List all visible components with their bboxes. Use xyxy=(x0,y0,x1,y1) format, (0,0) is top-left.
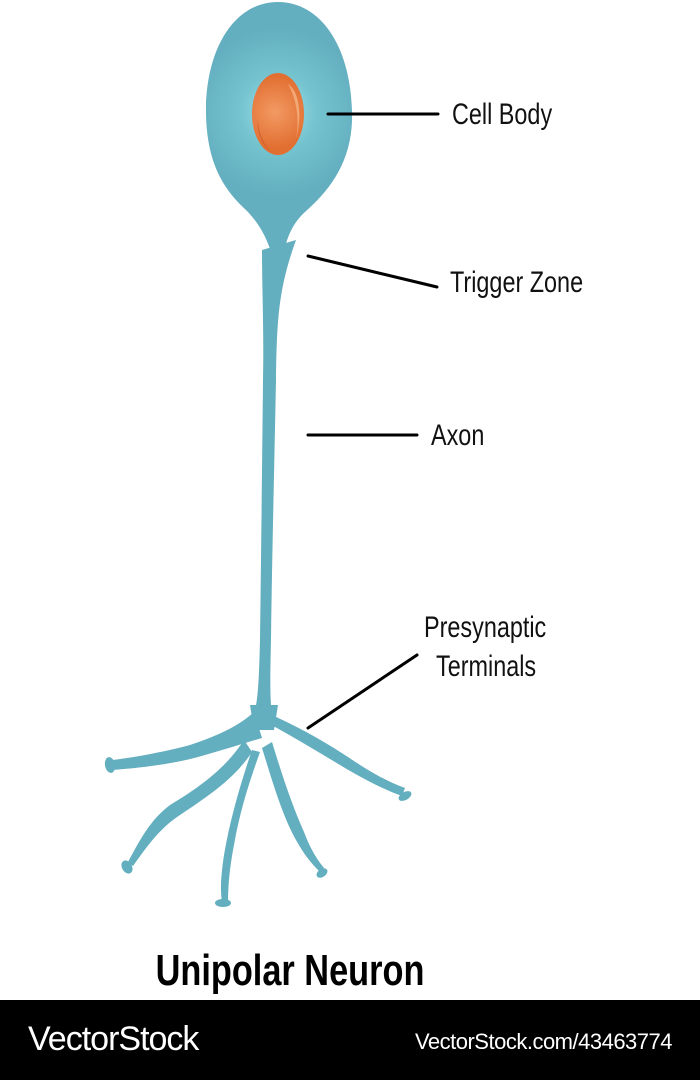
label-trigger-zone: Trigger Zone xyxy=(450,266,584,299)
footer-brand: VectorStock xyxy=(28,1020,199,1058)
axon-shape xyxy=(254,240,296,715)
label-presynaptic-line2: Terminals xyxy=(436,650,537,683)
label-cell-body: Cell Body xyxy=(452,98,553,131)
watermark-footer: VectorStock VectorStock.com/43463774 xyxy=(0,1000,700,1080)
footer-url: VectorStock.com/43463774 xyxy=(414,1029,673,1054)
label-presynaptic-line1: Presynaptic xyxy=(424,611,547,644)
presynaptic-leader-line xyxy=(306,653,419,730)
neuron-diagram xyxy=(104,2,440,907)
diagram-title: Unipolar Neuron xyxy=(155,946,425,995)
nucleus xyxy=(252,73,304,155)
label-axon: Axon xyxy=(431,419,485,452)
trigger-zone-leader-line xyxy=(306,254,439,289)
presynaptic-terminals-shape xyxy=(104,705,412,907)
